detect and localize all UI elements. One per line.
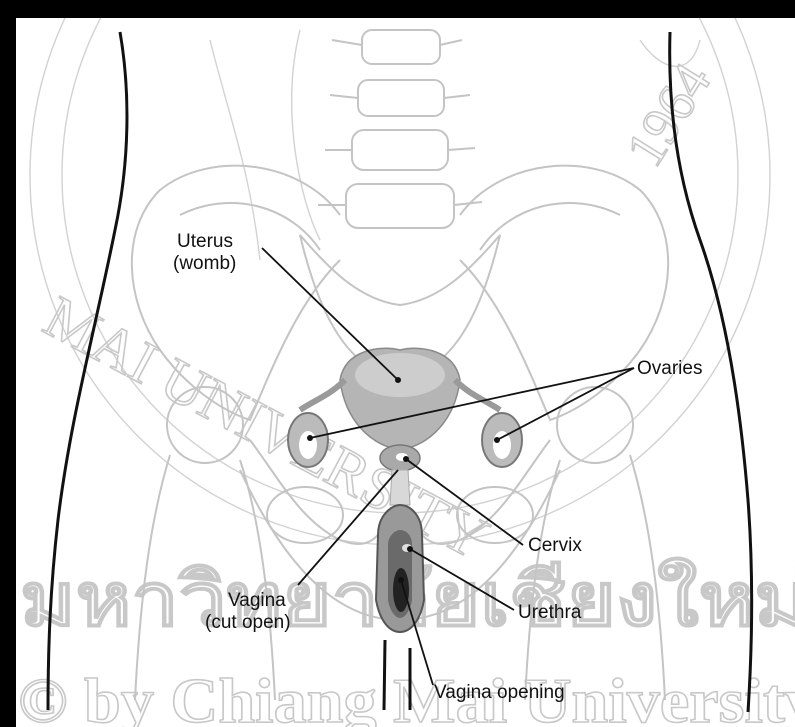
label-vagina-line2: (cut open): [205, 612, 291, 633]
label-urethra: Urethra: [518, 602, 582, 623]
diagram-panel: MAI UNIVERSITY 1964 มหาวิทยาลัยเชียงใหม่…: [16, 18, 795, 727]
label-uterus-line1: Uterus: [177, 231, 233, 252]
label-vagina-opening: Vagina opening: [434, 682, 565, 703]
label-uterus-line2: (womb): [173, 253, 236, 274]
label-cervix: Cervix: [528, 535, 582, 556]
uterus: [340, 348, 460, 450]
label-ovaries: Ovaries: [637, 358, 702, 379]
watermark-year: 1964: [614, 53, 722, 176]
ovaries-leader-line-right: [497, 368, 634, 440]
cervix: [380, 445, 420, 471]
anatomy-diagram: MAI UNIVERSITY 1964 มหาวิทยาลัยเชียงใหม่…: [16, 18, 795, 727]
label-vagina-line1: Vagina: [228, 590, 286, 611]
